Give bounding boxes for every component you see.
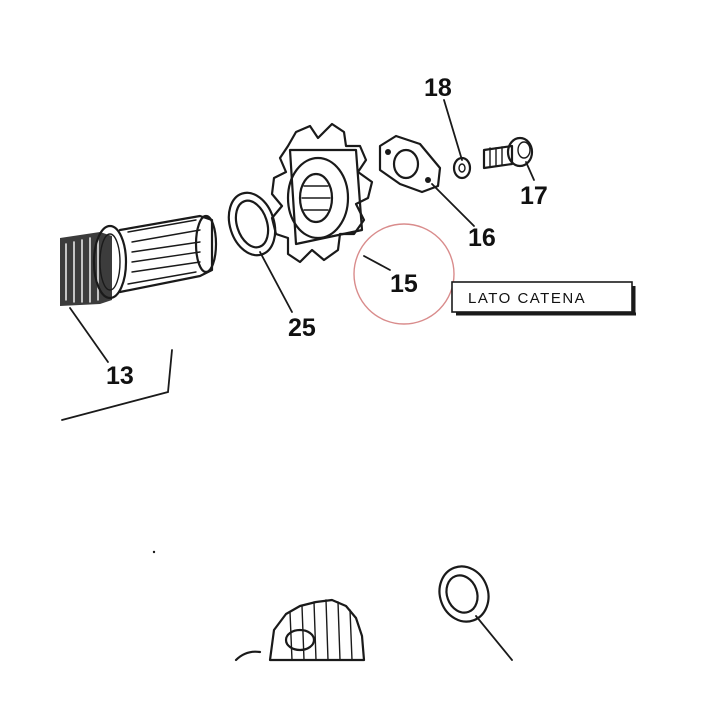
ink-speck — [152, 550, 156, 554]
lower-gear — [234, 598, 366, 662]
callout-15: 15 — [390, 270, 418, 298]
callout-25: 25 — [288, 314, 316, 342]
callout-13: 13 — [106, 362, 134, 390]
lower-washer — [438, 565, 513, 661]
leader-lines — [69, 99, 535, 363]
lock-plate-16 — [378, 134, 442, 194]
highlight-circle — [353, 223, 455, 325]
sprocket-15 — [270, 122, 374, 264]
shaft-13 — [60, 214, 218, 306]
callout-18: 18 — [424, 74, 452, 102]
small-washer-18 — [452, 156, 472, 180]
section-bracket — [61, 349, 173, 421]
bolt-17 — [482, 136, 534, 170]
chain-side-label-box: LATO CATENA — [451, 281, 636, 316]
callout-16: 16 — [468, 224, 496, 252]
callout-17: 17 — [520, 182, 548, 210]
chain-side-label: LATO CATENA — [468, 290, 586, 307]
